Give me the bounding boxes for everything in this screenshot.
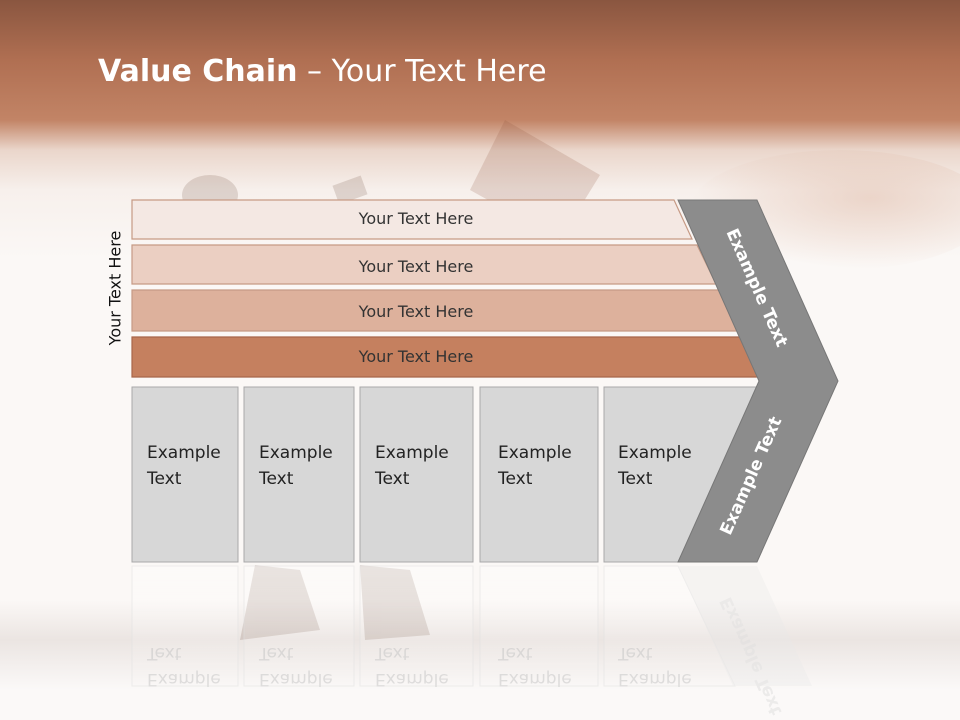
box-1-reflection-line2: Text	[146, 643, 182, 663]
box-4-line1: Example	[498, 443, 572, 463]
box-3-line1: Example	[375, 443, 449, 463]
box-1-reflection-line1: Example	[147, 669, 221, 689]
box-5-line2: Text	[617, 469, 653, 489]
box-2-line1: Example	[259, 443, 333, 463]
bar-1[interactable]	[131, 199, 693, 240]
box-2-reflection-line1: Example	[259, 669, 333, 689]
box-5-reflection-line1: Example	[618, 669, 692, 689]
bar-stack: Your Text Here Your Text Here Your Text …	[131, 199, 764, 378]
bar-4-label: Your Text Here	[358, 347, 474, 366]
title-bold: Value Chain	[98, 54, 298, 89]
chevron-shape	[677, 199, 839, 563]
box-4-reflection-line1: Example	[498, 669, 572, 689]
box-1-line1: Example	[147, 443, 221, 463]
box-2-reflection-line2: Text	[258, 643, 294, 663]
activity-box-2[interactable]	[243, 386, 355, 563]
bar-3-label: Your Text Here	[358, 302, 474, 321]
box-5-reflection-line2: Text	[617, 643, 653, 663]
activity-box-4[interactable]	[479, 386, 599, 563]
box-4-line2: Text	[497, 469, 533, 489]
box-1-line2: Text	[146, 469, 182, 489]
activity-box-1[interactable]	[131, 386, 239, 563]
margin-chevron[interactable]: Example Text Example Text	[677, 199, 839, 563]
box-5-line1: Example	[618, 443, 692, 463]
bar-1-label: Your Text Here	[358, 209, 474, 228]
box-3-reflection-line1: Example	[375, 669, 449, 689]
bar-2-label: Your Text Here	[358, 257, 474, 276]
box-2-line2: Text	[258, 469, 294, 489]
slide-title[interactable]: Value Chain – Your Text Here	[98, 54, 547, 89]
title-rest: – Your Text Here	[297, 54, 547, 89]
activity-box-3[interactable]	[359, 386, 474, 563]
box-3-line2: Text	[374, 469, 410, 489]
box-3-reflection-line2: Text	[374, 643, 410, 663]
box-4-reflection-line2: Text	[497, 643, 533, 663]
activity-boxes: Example Text Example Text Example Text E…	[131, 386, 762, 563]
reflection: Example Text Example Text Example Text E…	[131, 565, 812, 718]
